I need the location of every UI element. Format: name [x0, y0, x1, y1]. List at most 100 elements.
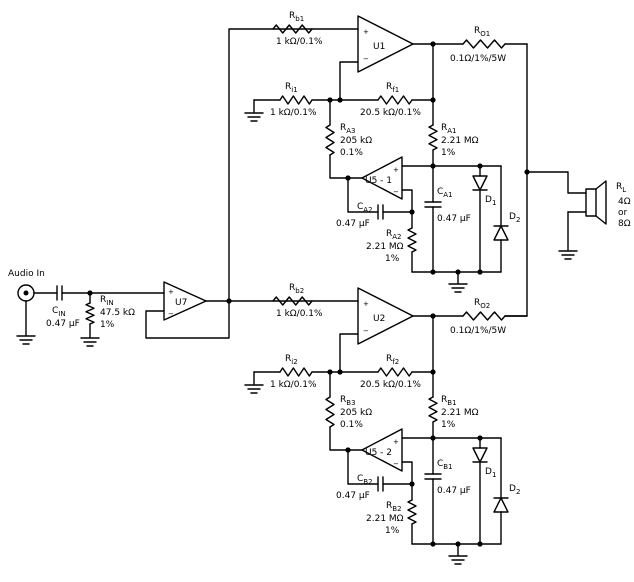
- junction-dot: [345, 447, 351, 453]
- ch2-u5-opamp: [361, 428, 403, 472]
- ch2-main-minus: −: [363, 327, 369, 335]
- ch2-rb-resistor: [272, 296, 313, 306]
- junction-dot: [430, 269, 436, 275]
- ch1-rf-resistor: [377, 95, 413, 105]
- ch1-d2-diode: [493, 225, 509, 241]
- ch1-rf-ref: Rf1: [386, 82, 399, 94]
- ch1-c1-ref: CA1: [437, 187, 453, 199]
- ch2-ro-resistor: [462, 311, 506, 321]
- ch2-c2-value: 0.47 µF: [336, 491, 370, 501]
- ch1-rb-value: 1 kΩ/0.1%: [276, 37, 323, 47]
- ch1-c2-ref: CA2: [357, 202, 373, 214]
- ch1-ro-resistor: [462, 39, 506, 49]
- ch1-c2-value: 0.47 µF: [336, 219, 370, 229]
- ch2-c1-ref: CB1: [437, 459, 453, 471]
- ch2-bottom-ground: [448, 555, 468, 565]
- ch2-rb-value: 1 kΩ/0.1%: [276, 309, 323, 319]
- rin-ref: RIN: [100, 295, 114, 307]
- wire: [339, 333, 359, 373]
- ch1-ro-value: 0.1Ω/1%/5W: [450, 54, 506, 64]
- wires: [25, 28, 587, 556]
- ch1-r2-tolerance: 1%: [385, 254, 400, 264]
- ch2-c2-capacitor: [377, 476, 384, 492]
- ch2-r3-ref: RB3: [340, 395, 356, 407]
- ch2-rb-ref: Rb2: [289, 283, 304, 295]
- wire: [401, 189, 413, 213]
- u7-opamp: [163, 281, 207, 321]
- ch2-ri-resistor: [279, 367, 313, 377]
- ch2-main-plus: +: [363, 300, 369, 308]
- wire: [339, 61, 359, 101]
- load-value-or: or: [618, 208, 628, 218]
- ch1-r3-tolerance: 0.1%: [340, 148, 363, 158]
- ch1-r3-value: 205 kΩ: [340, 136, 372, 146]
- speaker-ground: [558, 250, 578, 260]
- cin-value: 0.47 µF: [46, 319, 80, 329]
- audio-in-jack: [17, 284, 35, 302]
- ch1-c1-value: 0.47 µF: [437, 214, 471, 224]
- ch2-r3-tolerance: 0.1%: [340, 420, 363, 430]
- ch1-r3-ref: RA3: [340, 123, 356, 135]
- ch2-r2-tolerance: 1%: [385, 526, 400, 536]
- wire: [228, 28, 359, 302]
- ch2-r1-tolerance: 1%: [441, 420, 456, 430]
- ch2-r2-value: 2.21 MΩ: [366, 514, 404, 524]
- wire: [526, 171, 587, 194]
- rin-ground: [80, 337, 100, 347]
- junction-dot: [477, 269, 483, 275]
- ch1-rb-resistor: [272, 24, 313, 34]
- ch2-r1-ref: RB1: [441, 395, 457, 407]
- ch2-ri-value: 1 kΩ/0.1%: [270, 380, 317, 390]
- ch2-c1-capacitor: [424, 473, 442, 480]
- ch2-ro-value: 0.1Ω/1%/5W: [450, 326, 506, 336]
- ch2-r1-value: 2.21 MΩ: [441, 408, 479, 418]
- ch1-u5-plus: +: [393, 166, 399, 174]
- load-ref: RL: [616, 182, 626, 194]
- speaker-icon: [585, 180, 607, 225]
- ch2-r2-resistor: [407, 499, 417, 525]
- ch2-r3-value: 205 kΩ: [340, 408, 372, 418]
- ch1-main-minus: −: [363, 55, 369, 63]
- ch1-d2-ref: D2: [509, 212, 520, 224]
- ch2-rf-value: 20.5 kΩ/0.1%: [360, 380, 421, 390]
- ch1-r1-tolerance: 1%: [441, 148, 456, 158]
- ch2-rf-resistor: [377, 367, 413, 377]
- ch1-bottom-ground: [448, 283, 468, 293]
- ch2-u5-plus: +: [393, 438, 399, 446]
- ch1-u5-label: U5 - 1: [365, 176, 392, 186]
- ch1-d1-ref: D1: [485, 195, 496, 207]
- ch2-main-opamp: [357, 287, 414, 345]
- ch1-ro-ref: RO1: [474, 26, 490, 38]
- ch2-r1-resistor: [428, 396, 438, 423]
- rin-value: 47.5 kΩ: [100, 308, 135, 318]
- ch2-c2-ref: CB2: [357, 474, 373, 486]
- ch2-u5-label: U5 - 2: [365, 448, 392, 458]
- ch2-r3-resistor: [325, 396, 335, 428]
- ch1-c2-capacitor: [377, 204, 384, 220]
- ch1-r2-value: 2.21 MΩ: [366, 242, 404, 252]
- u7-label: U7: [175, 298, 187, 308]
- ch1-r1-ref: RA1: [441, 123, 457, 135]
- junction-dot: [430, 97, 436, 103]
- input-ground: [16, 335, 36, 345]
- wire: [329, 426, 363, 451]
- rin-tolerance: 1%: [100, 320, 115, 330]
- u7-plus: +: [168, 288, 174, 296]
- cin-capacitor: [56, 285, 63, 301]
- rin-resistor: [85, 302, 95, 325]
- ch2-d1-diode: [472, 447, 488, 463]
- ch1-main-opamp: [357, 15, 414, 73]
- ch2-ro-ref: RO2: [474, 298, 490, 310]
- audio-in-label: Audio In: [8, 269, 45, 279]
- ch1-u5-minus: −: [393, 188, 399, 196]
- ch1-r3-resistor: [325, 124, 335, 156]
- ch2-u5-minus: −: [393, 460, 399, 468]
- wire: [145, 300, 230, 339]
- wire: [329, 154, 363, 179]
- junction-dot: [430, 369, 436, 375]
- ch2-ri-ref: Ri2: [285, 354, 298, 366]
- cin-ref: CIN: [52, 306, 66, 318]
- junction-dot: [337, 97, 343, 103]
